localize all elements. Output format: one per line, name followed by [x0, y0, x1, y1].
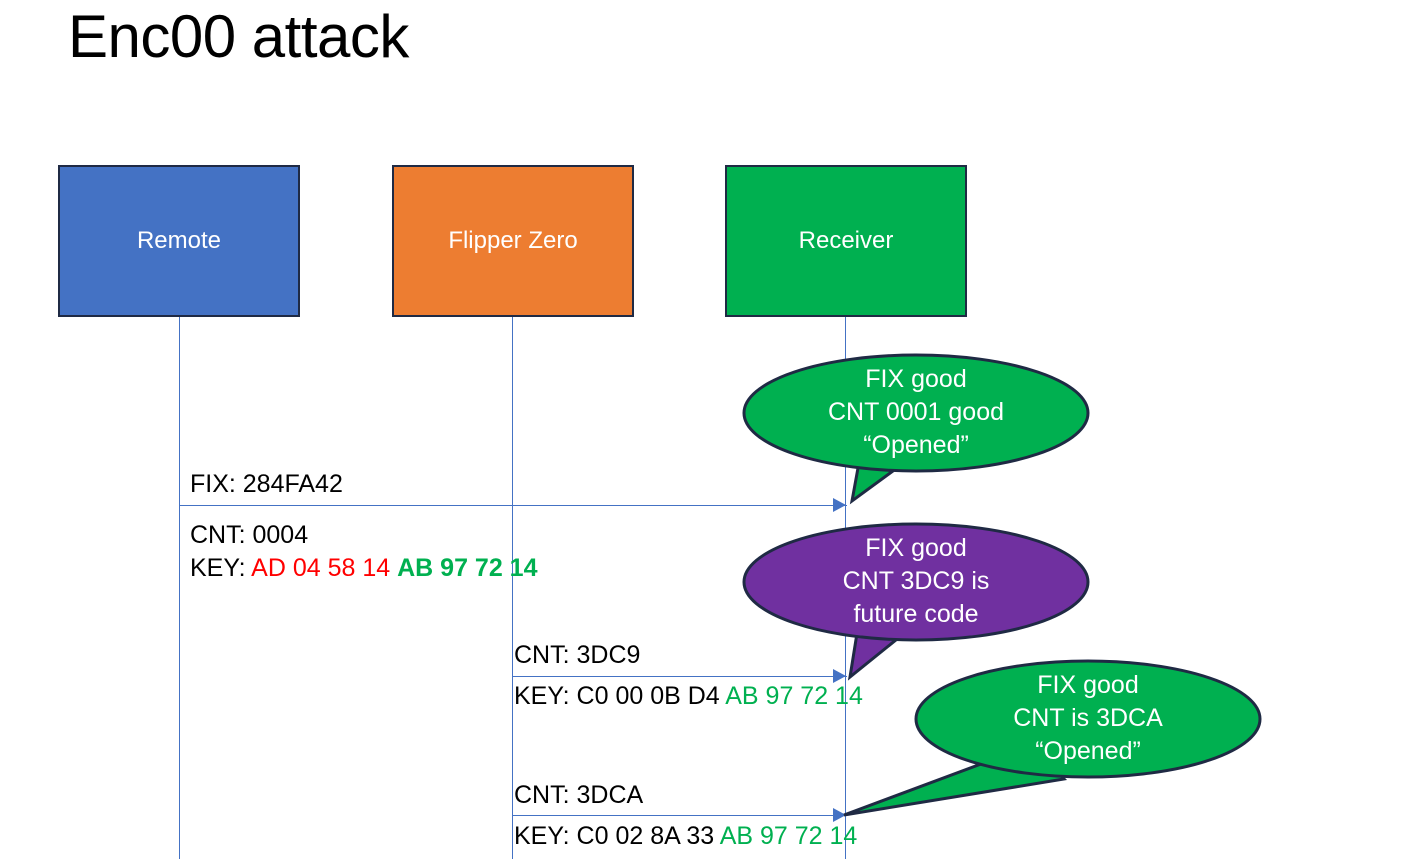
- actor-box-remote[interactable]: Remote: [58, 165, 300, 317]
- callout-ellipse-1: [742, 353, 1090, 473]
- lifeline-flipper-zero: [512, 317, 513, 859]
- lifeline-remote: [179, 317, 180, 859]
- message-1-key-label: KEY:: [190, 554, 252, 582]
- callout-bubble-shape-3: [843, 659, 1262, 817]
- message-3-arrow-line: [512, 815, 847, 816]
- page-title: Enc00 attack: [68, 3, 409, 70]
- message-1-line-cnt: CNT: 0004: [190, 521, 309, 549]
- callout-bubble-shape-1: [742, 353, 1090, 505]
- actor-label-remote: Remote: [136, 227, 222, 254]
- actor-box-flipper-zero[interactable]: Flipper Zero: [392, 165, 634, 317]
- message-3-line-key: KEY: C0 02 8A 33 AB 97 72 14: [514, 822, 857, 850]
- actor-label-flipper-zero: Flipper Zero: [448, 227, 578, 254]
- message-2-key-green: AB 97 72 14: [725, 682, 863, 710]
- callout-fix-good-3dca[interactable]: FIX good CNT is 3DCA “Opened”: [843, 659, 1262, 819]
- callout-ellipse-2: [742, 522, 1090, 642]
- actor-box-receiver[interactable]: Receiver: [725, 165, 967, 317]
- message-3-key-label: KEY: C0 02 8A 33: [514, 822, 720, 850]
- message-1-line-fix: FIX: 284FA42: [190, 470, 343, 498]
- message-2-line-cnt: CNT: 3DC9: [514, 641, 641, 669]
- message-1-arrow-line: [179, 505, 847, 506]
- callout-fix-good-0001[interactable]: FIX good CNT 0001 good “Opened”: [742, 353, 1090, 513]
- actor-label-receiver: Receiver: [798, 227, 894, 254]
- message-1-arrow-head: [833, 498, 846, 512]
- message-2-line-key: KEY: C0 00 0B D4 AB 97 72 14: [514, 682, 863, 710]
- message-1-key-red: AD 04 58 14: [251, 554, 391, 582]
- message-2-arrow-head: [833, 669, 846, 683]
- callout-ellipse-3: [914, 659, 1262, 779]
- message-2-arrow-line: [512, 676, 847, 677]
- message-2-key-label: KEY: C0 00 0B D4: [514, 682, 726, 710]
- message-3-key-green: AB 97 72 14: [719, 822, 858, 850]
- callout-bubble-shape-2: [742, 522, 1090, 681]
- message-1-line-key: KEY: AD 04 58 14 AB 97 72 14: [190, 554, 538, 582]
- message-3-line-cnt: CNT: 3DCA: [514, 781, 644, 809]
- message-1-key-green: AB 97 72 14: [397, 554, 538, 582]
- message-3-arrow-head: [833, 808, 846, 822]
